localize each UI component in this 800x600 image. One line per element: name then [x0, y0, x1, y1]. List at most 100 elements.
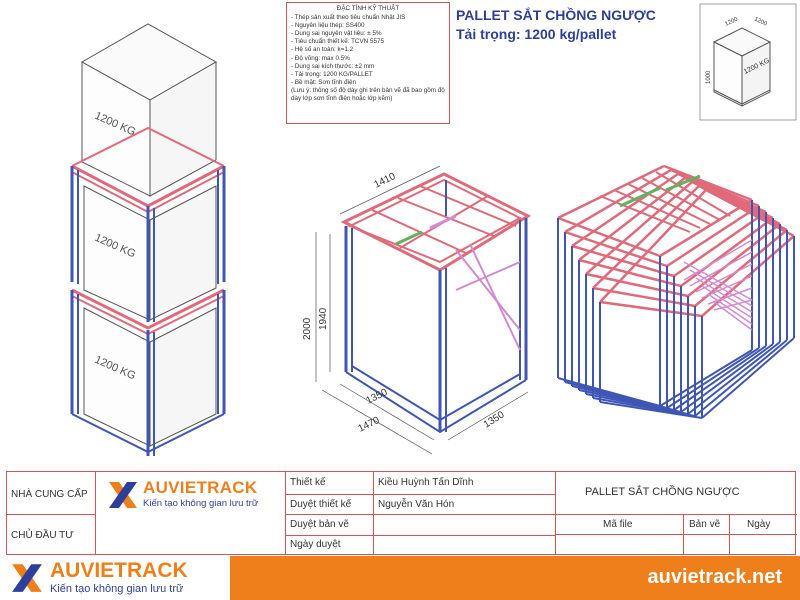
frame-member	[665, 174, 701, 192]
frame-member	[585, 181, 693, 275]
frame-member	[641, 177, 721, 221]
frame-member	[659, 349, 753, 407]
spec-line: - Tiêu chuẩn thiết kế: TCVN 5575	[291, 38, 384, 46]
technical-spec-box: ĐẶC TÍNH KỸ THUẬT - Thép sản xuất theo t…	[286, 2, 450, 124]
frame-member	[599, 401, 703, 419]
date-label: Ngày	[747, 519, 771, 530]
frame-member	[619, 186, 661, 208]
thumbnail-dim-width: 1200	[724, 16, 739, 28]
frame-member	[687, 223, 781, 297]
supplier-logo: AUVIETRACK Kiến tạo không gian lưu trữ	[107, 478, 283, 512]
approve-date-label: Ngày duyệt	[290, 539, 341, 550]
frame-member	[707, 293, 753, 325]
website-link[interactable]: auvietrack.net	[647, 566, 782, 588]
sheet-label: Bản vẽ	[689, 519, 721, 530]
stack-top-box	[80, 23, 218, 197]
frame-member	[655, 171, 731, 217]
title-block: NHÀ CUNG CẤP CHỦ ĐẦU TƯ AUVIETRACK Kiến …	[6, 471, 797, 555]
frame-member	[680, 216, 774, 288]
frame-member	[689, 269, 753, 307]
frame-member	[673, 345, 767, 411]
auvietrack-logo-icon	[12, 564, 42, 592]
dim-base-outer: 1470	[356, 415, 381, 435]
stack-bottom-box	[83, 307, 217, 447]
spec-line: - Dung sai kích thước: ±2 mm	[291, 62, 375, 70]
frame-member	[694, 339, 788, 417]
project-name: PALLET SẮT CHỒNG NGƯỢC	[585, 486, 740, 498]
single-pallet-view	[340, 172, 532, 434]
footer-brand-slogan: Kiến tạo không gian lưu trữ	[50, 583, 184, 595]
frame-member	[659, 198, 753, 258]
spec-line: - Độ võng: max 0.5%	[291, 54, 350, 62]
frame-member	[687, 341, 781, 415]
approve-design-name: Nguyễn Văn Hón	[378, 499, 455, 510]
spec-line: - Hệ số an toàn: k=1.2	[291, 46, 354, 54]
frame-member	[599, 195, 691, 233]
dim-height-outer: 2000	[302, 317, 313, 340]
owner-label: CHỦ ĐẦU TƯ	[11, 530, 74, 541]
frame-member	[707, 287, 753, 305]
footer-logo-area: AUVIETRACK Kiến tạo không gian lưu trữ	[0, 556, 230, 600]
frame-member	[571, 244, 675, 278]
frame-member	[592, 185, 700, 289]
frame-member	[578, 258, 682, 288]
frame-member	[663, 164, 753, 202]
approve-drawing-label: Duyệt bản vẽ	[290, 519, 349, 530]
frame-member	[701, 337, 795, 419]
spec-line: - Bề mặt: Sơn tĩnh điện	[291, 78, 357, 86]
stacked-pallets-view: 1200 KG 1200 KG 1200 KG	[70, 23, 226, 456]
frame-member	[701, 275, 753, 299]
frame-member	[701, 235, 795, 317]
frame-member	[557, 216, 661, 258]
thumbnail-box-view: 1200 1200 1000 1200 KG	[699, 3, 797, 121]
drawing-load-rating: Tải trọng: 1200 kg/pallet	[456, 26, 617, 42]
thumbnail-dim-depth: 1200	[753, 16, 768, 28]
auvietrack-logo-icon	[109, 482, 137, 508]
dim-base-depth: 1350	[482, 409, 507, 430]
frame-member	[557, 164, 665, 220]
supplier-label: NHÀ CUNG CẤP	[11, 489, 88, 500]
frame-member	[585, 272, 689, 298]
frame-member	[666, 347, 760, 409]
frame-member	[680, 343, 774, 413]
dimension-lines	[315, 165, 529, 455]
stack-middle-box	[83, 185, 217, 321]
frame-member	[713, 301, 753, 331]
spec-line: - Dung sai nguyên vật liệu: ± 5%	[291, 30, 382, 38]
approve-design-label: Duyệt thiết kế	[290, 499, 352, 510]
nested-pallets-view	[557, 164, 795, 419]
footer-brand-name: AUVIETRACK	[50, 559, 188, 582]
design-name: Kiều Huỳnh Tấn Dĩnh	[378, 477, 474, 488]
supplier-brand-name: AUVIETRACK	[143, 478, 258, 497]
frame-member	[670, 168, 760, 208]
supplier-brand-slogan: Kiến tạo không gian lưu trữ	[143, 498, 259, 509]
frame-member	[564, 168, 672, 234]
file-code-label: Mã file	[603, 519, 633, 530]
frame-member	[701, 285, 753, 319]
spec-line: - Tải trọng: 1200 KG/PALLET	[291, 70, 373, 78]
spec-line: - Thép sản xuất theo tiêu chuẩn Nhật JIS	[291, 14, 406, 22]
spec-note: (Lưu ý: thông số độ dày ghi trên bản vẽ …	[291, 86, 445, 103]
frame-member	[627, 183, 711, 225]
frame-member	[599, 189, 707, 303]
stack-frame-lower	[70, 288, 226, 456]
frame-member	[599, 300, 703, 318]
frame-member	[564, 230, 668, 268]
stack-frame-upper	[70, 126, 226, 322]
dim-height-inner: 1940	[318, 307, 329, 330]
frame-member	[613, 189, 701, 229]
frame-member	[713, 299, 753, 311]
technical-drawing: 1200 KG 1200 KG 1200 KG	[70, 3, 797, 456]
frame-member	[571, 172, 679, 248]
frame-member	[666, 204, 760, 268]
thumbnail-dim-height: 1000	[706, 70, 712, 84]
dim-base-inner: 1350	[364, 387, 389, 407]
drawing-title: PALLET SẮT CHỒNG NGƯỢC	[456, 7, 656, 23]
frame-member	[695, 277, 753, 313]
frame-member	[557, 377, 661, 407]
frame-member	[592, 286, 696, 308]
spec-line: - Nguyên liệu thép: SS400	[291, 22, 365, 30]
design-label: Thiết kế	[290, 477, 326, 488]
dim-top-width: 1410	[372, 171, 397, 191]
